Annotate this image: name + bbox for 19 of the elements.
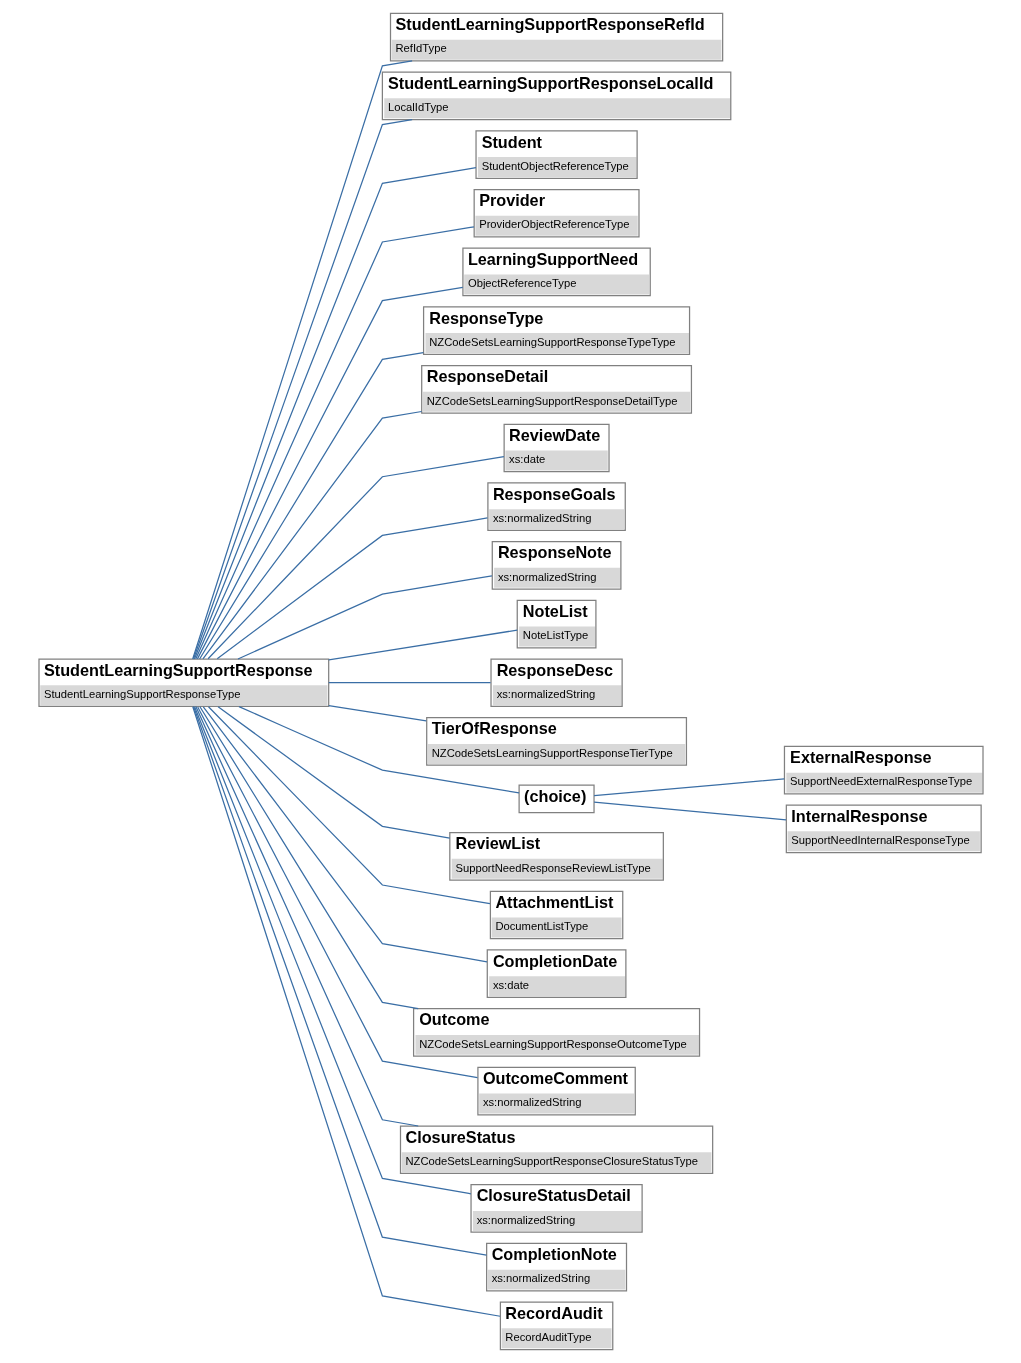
connector (202, 706, 488, 963)
connector (236, 575, 493, 660)
connector (194, 705, 419, 1127)
connector (207, 455, 505, 660)
connector (216, 517, 488, 660)
connector (201, 410, 422, 660)
connector (593, 801, 787, 821)
connector (196, 286, 463, 660)
connector (237, 706, 520, 794)
connector (593, 778, 785, 797)
connector (327, 629, 518, 661)
connector (327, 682, 491, 684)
connector (198, 351, 424, 660)
connector (193, 706, 471, 1195)
connector (217, 706, 450, 839)
connector (196, 706, 478, 1079)
connector (198, 706, 419, 1010)
connector (207, 706, 491, 905)
connector (327, 704, 427, 722)
